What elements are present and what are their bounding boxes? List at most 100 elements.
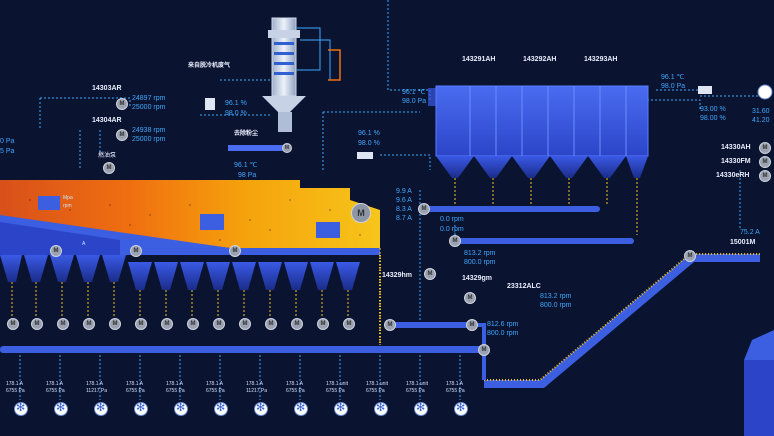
conveyor-lower-motor-icon[interactable]: M [449, 235, 461, 247]
amp-reading-4: 8.7 A [396, 215, 412, 222]
baghouse-filter [428, 85, 649, 235]
scrubber-valve-pct-2: 98.0 % [225, 110, 247, 117]
bottom-amp-0: 178.1 A [6, 381, 23, 387]
bottom-n-11: 6755 Pa [446, 388, 465, 394]
bottom-n-8: 6755 Pa [326, 388, 345, 394]
hopper-motor-icon[interactable]: M [161, 318, 173, 330]
bottom-amp-7: 178.1 A [286, 381, 303, 387]
fan2-motor-icon[interactable]: M [116, 129, 128, 141]
incline-amp: 75.2 A [740, 229, 760, 236]
bottom-fan-8-icon[interactable] [334, 401, 348, 416]
incline-tag: 15001M [730, 239, 756, 246]
baghouse-section-3: 143293AH [584, 56, 618, 63]
hopper-motor-icon[interactable]: M [31, 318, 43, 330]
hopper-motor-icon[interactable]: M [109, 318, 121, 330]
fan1-rpm-setpoint: 25000 rpm [132, 104, 166, 111]
kiln-drive-motor-icon[interactable]: M [351, 203, 371, 223]
main-conveyor-motor-icon[interactable]: M [478, 344, 490, 356]
bottom-fan-2-icon[interactable] [94, 401, 108, 416]
mid-conveyor-motor-left-icon[interactable]: M [384, 319, 396, 331]
bottom-fan-1-icon[interactable] [54, 401, 68, 416]
baghouse-section-2: 143292AH [523, 56, 557, 63]
hopper-motor-icon[interactable]: M [317, 318, 329, 330]
bottom-fan-5-icon[interactable] [214, 401, 228, 416]
hopper-motor-icon[interactable]: M [135, 318, 147, 330]
right-tag-3-motor-icon[interactable]: M [759, 170, 771, 182]
incline-motor-icon[interactable]: M [684, 250, 696, 262]
conveyors [0, 206, 760, 388]
bottom-n-6: 11217 Pa [246, 388, 268, 394]
hopper-motor-icon[interactable]: M [213, 318, 225, 330]
hopper-motor-icon[interactable]: M [83, 318, 95, 330]
right-tag-1: 14330AH [721, 144, 751, 151]
mid-conveyor-motor-right-icon[interactable]: M [466, 319, 478, 331]
bottom-n-10: 6755 Pa [406, 388, 425, 394]
hopper-motor-icon[interactable]: M [265, 318, 277, 330]
gm-motor-icon[interactable]: M [464, 292, 476, 304]
gm-label: 14329gm [462, 275, 492, 282]
bottom-n-1: 6755 Pa [46, 388, 65, 394]
kiln-motor-1-icon[interactable]: M [229, 245, 241, 257]
hopper-motor-icon[interactable]: M [239, 318, 251, 330]
kiln-furnace [0, 180, 380, 255]
fan2-id: 14304AR [92, 117, 122, 124]
fan-lines [19, 355, 461, 400]
amp-reading-2: 9.6 A [396, 197, 412, 204]
baghouse-inlet-temp: 96.1 ℃ [402, 89, 426, 96]
scrubber-tower [262, 17, 341, 132]
fuel-pump-motor-icon[interactable]: M [103, 162, 115, 174]
bottom-fan-0-icon[interactable] [14, 401, 28, 416]
bottom-n-0: 6755 Pa [6, 388, 25, 394]
hopper-motor-icon[interactable]: M [187, 318, 199, 330]
hopper-motor-icon[interactable]: M [7, 318, 19, 330]
outlet-pa: 98.0 Pa [661, 83, 686, 90]
conveyor-upper-motor-icon[interactable]: M [418, 203, 430, 215]
right-tag-1-motor-icon[interactable]: M [759, 142, 771, 154]
hopper-motor-icon[interactable]: M [343, 318, 355, 330]
rpm-zero-2: 0.0 rpm [440, 226, 464, 233]
hm-motor-icon[interactable]: M [424, 268, 436, 280]
outlet-temp: 96.1 ℃ [661, 74, 685, 81]
right-tag-2-motor-icon[interactable]: M [759, 156, 771, 168]
left-pa-2: 5 Pa [0, 148, 15, 155]
bottom-amp-4: 178.1 A [166, 381, 183, 387]
mid-rpm-setpoint: 800.0 rpm [487, 330, 519, 337]
scrubber-base-conveyor [228, 145, 288, 151]
bottom-amp-3: 178.1 A [126, 381, 143, 387]
mid-valve-pct-2: 98.0 % [358, 140, 380, 147]
exhaust-fan-icon[interactable] [757, 84, 773, 100]
bottom-fan-11-icon[interactable] [454, 401, 468, 416]
scrubber-pa: 98 Pa [238, 172, 257, 179]
bottom-amp-8: 178.1 unit [326, 381, 348, 387]
damper-pct-2: 98.00 % [700, 115, 726, 122]
bottom-fan-3-icon[interactable] [134, 401, 148, 416]
fan1-motor-icon[interactable]: M [116, 98, 128, 110]
scrubber-valve-pct-1: 96.1 % [225, 100, 247, 107]
fan2-rpm-actual: 24938 rpm [132, 127, 166, 134]
hopper-motor-icon[interactable]: M [57, 318, 69, 330]
kiln-motor-3-icon[interactable]: M [130, 245, 142, 257]
bottom-fan-7-icon[interactable] [294, 401, 308, 416]
damper-pct-1: 93.00 % [700, 106, 726, 113]
bottom-amp-6: 178.1 A [246, 381, 263, 387]
bottom-n-9: 6755 Pa [366, 388, 385, 394]
signal-lines [39, 0, 760, 330]
fan1-rpm-actual: 24897 rpm [132, 95, 166, 102]
scrubber-base-motor-icon[interactable]: M [282, 143, 292, 153]
kiln-motor-2-icon[interactable]: M [50, 245, 62, 257]
bottom-n-3: 6755 Pa [126, 388, 145, 394]
hopper-row [0, 255, 360, 290]
hm-rpm-setpoint: 800.0 rpm [464, 259, 496, 266]
bottom-fan-9-icon[interactable] [374, 401, 388, 416]
bottom-fan-6-icon[interactable] [254, 401, 268, 416]
hm-rpm-actual: 813.2 rpm [464, 250, 496, 257]
alc-rpm-actual: 813.2 rpm [540, 293, 572, 300]
fan1-id: 14303AR [92, 85, 122, 92]
hopper-motor-icon[interactable]: M [291, 318, 303, 330]
bottom-amp-5: 178.1 A [206, 381, 223, 387]
valves [205, 86, 712, 159]
bottom-fan-10-icon[interactable] [414, 401, 428, 416]
bottom-fan-4-icon[interactable] [174, 401, 188, 416]
bottom-amp-2: 178.1 A [86, 381, 103, 387]
